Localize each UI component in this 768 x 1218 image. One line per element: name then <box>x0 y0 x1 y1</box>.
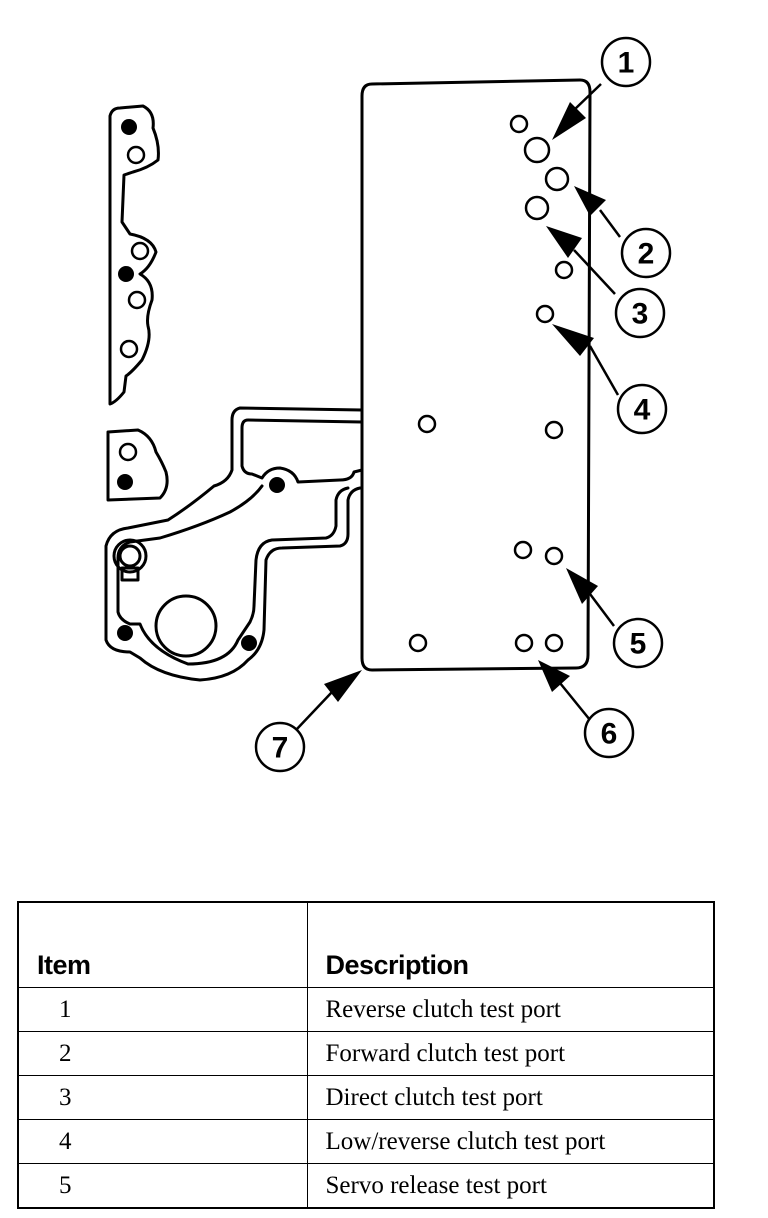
item-number: 5 <box>17 1163 308 1209</box>
plate-hole <box>544 633 564 653</box>
legend-table: Item Description 1 Reverse clutch test p… <box>17 901 715 1209</box>
plate-hole <box>417 414 437 434</box>
column-header-item: Item <box>17 901 308 988</box>
callout-number: 4 <box>634 394 651 427</box>
gasket-hole <box>118 442 138 462</box>
table-row: 2 Forward clutch test port <box>17 1031 715 1076</box>
callout-number: 5 <box>630 628 647 661</box>
gasket-hole <box>119 339 139 359</box>
gasket-filled-hole <box>121 119 137 135</box>
lower-left-gasket-inner <box>240 418 364 484</box>
lower-left-gasket-outline <box>104 406 364 682</box>
callout-number: 1 <box>618 47 635 80</box>
gasket-filled-hole <box>117 625 133 641</box>
plate-hole <box>554 260 574 280</box>
bore-ring <box>154 594 218 658</box>
item-description: Servo release test port <box>306 1163 715 1209</box>
callout-circle-3 <box>614 287 666 339</box>
plate-hole <box>535 304 555 324</box>
item-number: 2 <box>17 1031 308 1076</box>
gasket-filled-hole <box>117 474 133 490</box>
gasket-diagram: 1 2 3 4 5 6 7 <box>104 36 672 773</box>
arrowhead <box>552 102 586 140</box>
callout-number: 2 <box>638 238 655 271</box>
item-number: 1 <box>17 987 308 1032</box>
small-bore-tab <box>120 566 140 582</box>
plate-hole <box>513 540 533 560</box>
callout-number: 3 <box>632 298 649 331</box>
gasket-filled-hole <box>269 477 285 493</box>
callout-circle-2 <box>620 227 672 279</box>
plate-hole <box>544 546 564 566</box>
small-bore-inner <box>118 544 142 568</box>
arrowhead <box>552 324 594 356</box>
plate-hole <box>544 166 570 192</box>
small-left-gasket-outline <box>106 428 169 502</box>
plate-hole <box>408 633 428 653</box>
gasket-filled-hole <box>118 266 134 282</box>
arrowhead <box>566 568 598 604</box>
plate-hole <box>524 195 550 221</box>
plate-hole <box>514 633 534 653</box>
callout-circle-7 <box>254 721 306 773</box>
gasket-filled-hole <box>241 635 257 651</box>
table-row: 4 Low/reverse clutch test port <box>17 1119 715 1164</box>
item-description: Direct clutch test port <box>306 1075 715 1120</box>
item-number: 4 <box>17 1119 308 1164</box>
arrowhead <box>324 670 362 702</box>
small-bore-outer <box>112 538 148 574</box>
table-row: 3 Direct clutch test port <box>17 1075 715 1120</box>
callout-circle-1 <box>600 36 652 88</box>
gasket-hole <box>126 145 146 165</box>
gasket-hole <box>127 290 147 310</box>
arrowhead <box>546 226 582 258</box>
callout-number: 6 <box>601 718 618 751</box>
arrowhead <box>574 186 606 216</box>
callout-circle-4 <box>616 383 668 435</box>
gasket-hole <box>130 241 150 261</box>
table-row: 1 Reverse clutch test port <box>17 987 715 1032</box>
callout-number: 7 <box>272 732 289 765</box>
item-description: Reverse clutch test port <box>306 987 715 1032</box>
lower-left-gasket-channel <box>116 484 350 666</box>
column-header-description: Description <box>306 901 715 988</box>
callout-circle-6 <box>583 707 635 759</box>
plate-hole <box>544 420 564 440</box>
arrowhead <box>538 660 570 692</box>
item-description: Forward clutch test port <box>306 1031 715 1076</box>
table-row: 5 Servo release test port <box>17 1163 715 1209</box>
separator-plate-outline <box>360 78 592 672</box>
item-description: Low/reverse clutch test port <box>306 1119 715 1164</box>
plate-hole <box>523 136 551 164</box>
table-header-row: Item Description <box>17 901 715 988</box>
callout-circle-5 <box>612 617 664 669</box>
item-number: 3 <box>17 1075 308 1120</box>
plate-hole <box>509 114 529 134</box>
upper-left-gasket-outline <box>108 104 160 406</box>
